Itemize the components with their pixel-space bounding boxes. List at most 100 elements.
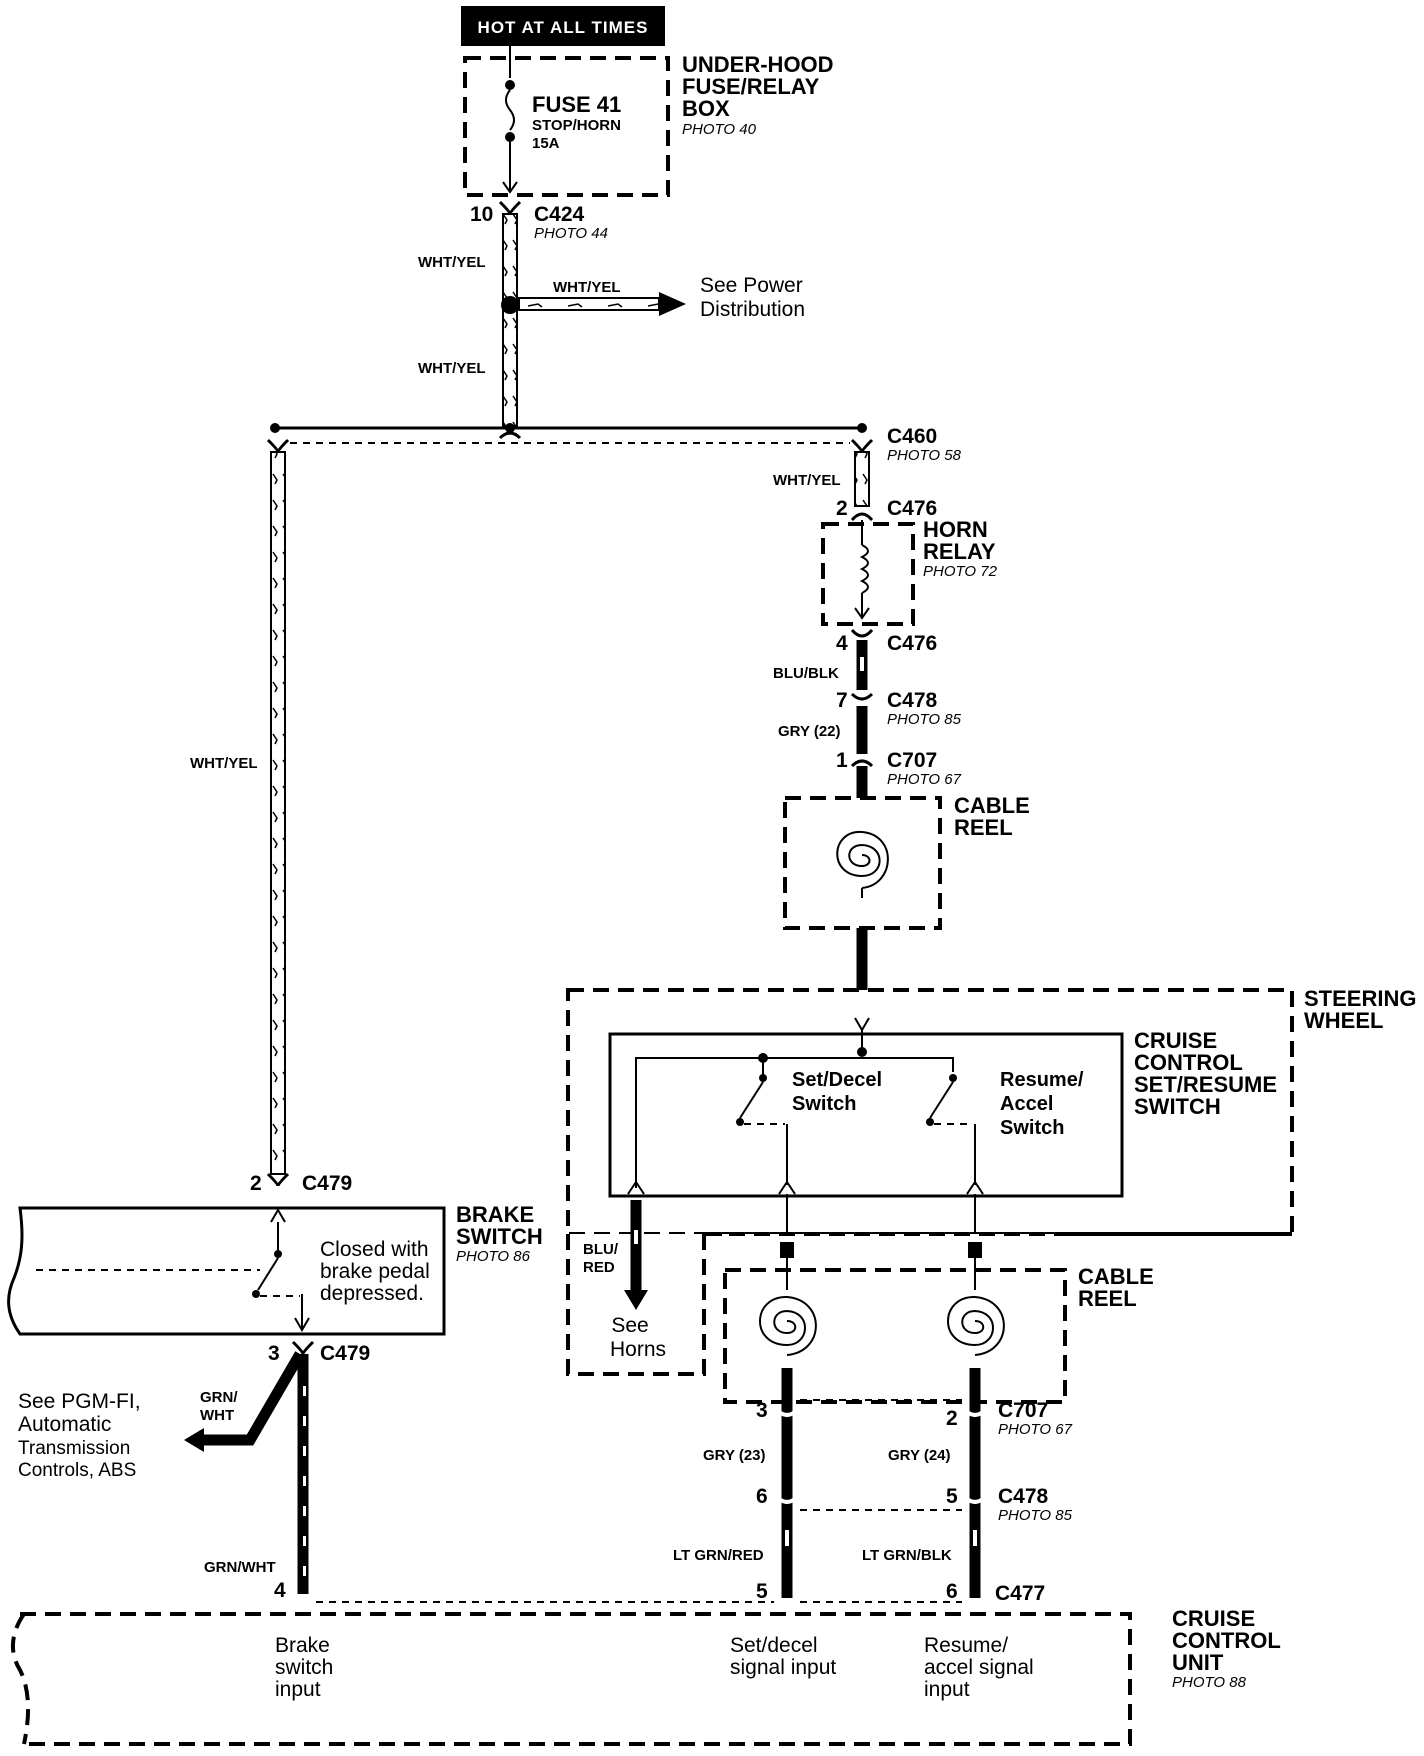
connector-c707-top: 1 C707 PHOTO 67 — [836, 749, 962, 788]
svg-text:C478: C478 — [998, 1485, 1049, 1508]
connector-c424: 10 C424 PHOTO 44 — [470, 200, 608, 242]
svg-text:Closed with: Closed with — [320, 1238, 429, 1261]
svg-text:CRUISE: CRUISE — [1134, 1028, 1217, 1053]
svg-text:4: 4 — [836, 632, 848, 655]
wire-gry-22: GRY (22) — [778, 706, 868, 754]
svg-text:input: input — [924, 1678, 970, 1701]
pgm-fi-note: See PGM-FI, Automatic Transmission Contr… — [18, 1390, 141, 1481]
svg-text:brake pedal: brake pedal — [320, 1260, 430, 1283]
connector-c477: 5 6 C477 — [756, 1580, 1045, 1605]
fuse-box-photo: PHOTO 40 — [682, 121, 757, 138]
svg-text:5: 5 — [756, 1580, 768, 1603]
svg-text:accel signal: accel signal — [924, 1656, 1034, 1679]
connector-c707-bottom: 3 2 C707 PHOTO 67 — [756, 1399, 1073, 1438]
svg-text:WHT/YEL: WHT/YEL — [418, 254, 486, 271]
svg-text:Resume/: Resume/ — [1000, 1069, 1084, 1091]
svg-text:PHOTO 67: PHOTO 67 — [998, 1421, 1073, 1438]
svg-text:GRY (23): GRY (23) — [703, 1447, 766, 1464]
svg-text:7: 7 — [836, 689, 848, 712]
svg-text:3: 3 — [756, 1399, 768, 1422]
svg-text:C707: C707 — [887, 749, 937, 772]
fuse-box-title-1: UNDER-HOOD — [682, 52, 834, 77]
connector-c479-bottom: 3 C479 — [268, 1340, 370, 1365]
cable-reel-bottom: CABLE REEL — [702, 1194, 1292, 1404]
svg-text:RELAY: RELAY — [923, 539, 996, 564]
svg-text:C478: C478 — [887, 689, 938, 712]
svg-text:PHOTO 72: PHOTO 72 — [923, 563, 998, 580]
svg-text:CRUISE: CRUISE — [1172, 1606, 1255, 1631]
svg-text:PHOTO 86: PHOTO 86 — [456, 1248, 531, 1265]
svg-text:LT GRN/RED: LT GRN/RED — [673, 1547, 764, 1564]
connector-c476-top: 2 C476 — [836, 497, 937, 522]
svg-text:C707: C707 — [998, 1399, 1048, 1422]
connector-c478-bottom: 6 5 C478 PHOTO 85 — [756, 1485, 1073, 1524]
svg-text:BLU/BLK: BLU/BLK — [773, 665, 839, 682]
wire-blu-blk: BLU/BLK — [773, 640, 868, 690]
svg-text:WHT: WHT — [200, 1407, 234, 1424]
fuse-box-title-2: FUSE/RELAY — [682, 74, 820, 99]
svg-text:Horns: Horns — [610, 1338, 666, 1361]
horn-relay: HORN RELAY PHOTO 72 — [821, 517, 998, 626]
svg-text:WHT/YEL: WHT/YEL — [190, 755, 258, 772]
svg-text:PHOTO 88: PHOTO 88 — [1172, 1674, 1247, 1691]
wire-lt-grn-labels: LT GRN/RED LT GRN/BLK — [673, 1547, 952, 1564]
svg-text:BRAKE: BRAKE — [456, 1202, 534, 1227]
svg-text:C479: C479 — [302, 1172, 352, 1195]
fuse-name: FUSE 41 — [532, 92, 621, 117]
svg-text:Switch: Switch — [1000, 1117, 1064, 1139]
see-horns-region: See Horns — [566, 1234, 706, 1376]
svg-text:PHOTO 58: PHOTO 58 — [887, 447, 962, 464]
svg-text:CONTROL: CONTROL — [1134, 1050, 1243, 1075]
connector-c476-bottom: 4 C476 — [836, 628, 937, 655]
svg-text:WHT/YEL: WHT/YEL — [553, 279, 621, 296]
svg-text:Automatic: Automatic — [18, 1413, 111, 1436]
fuse-rating: 15A — [532, 135, 560, 152]
wire-grn-wht: GRN/ WHT GRN/WHT 4 — [184, 1351, 309, 1602]
fuse-box-title-3: BOX — [682, 96, 730, 121]
svg-text:C476: C476 — [887, 632, 937, 655]
svg-text:C424: C424 — [534, 203, 585, 226]
cable-reel-top: CABLE REEL — [783, 766, 1030, 990]
svg-text:GRN/: GRN/ — [200, 1389, 238, 1406]
svg-text:switch: switch — [275, 1656, 333, 1679]
wire-gry-labels: GRY (23) GRY (24) — [703, 1447, 951, 1464]
wire-wht-yel-left: WHT/YEL — [190, 438, 290, 1175]
svg-text:signal input: signal input — [730, 1656, 836, 1679]
fuse-desc: STOP/HORN — [532, 117, 621, 134]
svg-text:BLU/: BLU/ — [583, 1241, 619, 1258]
svg-text:See: See — [611, 1314, 648, 1337]
svg-text:GRY (24): GRY (24) — [888, 1447, 951, 1464]
brake-switch: 2 C479 Closed with brake pedal depressed… — [7, 1172, 543, 1336]
svg-text:3: 3 — [268, 1342, 280, 1365]
connector-c478-top: 7 C478 PHOTO 85 — [836, 689, 962, 728]
svg-text:1: 1 — [836, 749, 848, 772]
wire-blu-red: BLU/ RED — [583, 1200, 648, 1310]
svg-text:Set/decel: Set/decel — [730, 1634, 818, 1657]
svg-text:depressed.: depressed. — [320, 1282, 424, 1305]
svg-text:5: 5 — [946, 1485, 958, 1508]
svg-text:Controls, ABS: Controls, ABS — [18, 1460, 136, 1481]
svg-text:STEERING: STEERING — [1304, 986, 1416, 1011]
svg-text:Resume/: Resume/ — [924, 1634, 1008, 1657]
svg-text:CABLE: CABLE — [954, 793, 1030, 818]
svg-text:2: 2 — [836, 497, 848, 520]
svg-text:GRY (22): GRY (22) — [778, 723, 841, 740]
wire-wht-yel-main: WHT/YEL WHT/YEL — [418, 213, 519, 427]
svg-text:C479: C479 — [320, 1342, 370, 1365]
svg-text:2: 2 — [946, 1407, 958, 1430]
svg-text:PHOTO 85: PHOTO 85 — [887, 711, 962, 728]
svg-text:Set/Decel: Set/Decel — [792, 1069, 882, 1091]
svg-text:WHT/YEL: WHT/YEL — [418, 360, 486, 377]
wire-wht-yel-right: WHT/YEL — [773, 451, 870, 507]
svg-text:REEL: REEL — [954, 815, 1013, 840]
svg-text:See PGM-FI,: See PGM-FI, — [18, 1390, 141, 1413]
svg-text:WHT/YEL: WHT/YEL — [773, 472, 841, 489]
svg-text:PHOTO 85: PHOTO 85 — [998, 1507, 1073, 1524]
svg-text:6: 6 — [946, 1580, 958, 1603]
hot-at-all-times-label: HOT AT ALL TIMES — [461, 6, 665, 46]
cruise-control-set-resume-switch: Set/Decel Switch Resume/ Accel Switch CR… — [608, 1017, 1277, 1198]
svg-text:GRN/WHT: GRN/WHT — [204, 1559, 276, 1576]
svg-text:Transmission: Transmission — [18, 1438, 130, 1459]
svg-text:RED: RED — [583, 1259, 615, 1276]
